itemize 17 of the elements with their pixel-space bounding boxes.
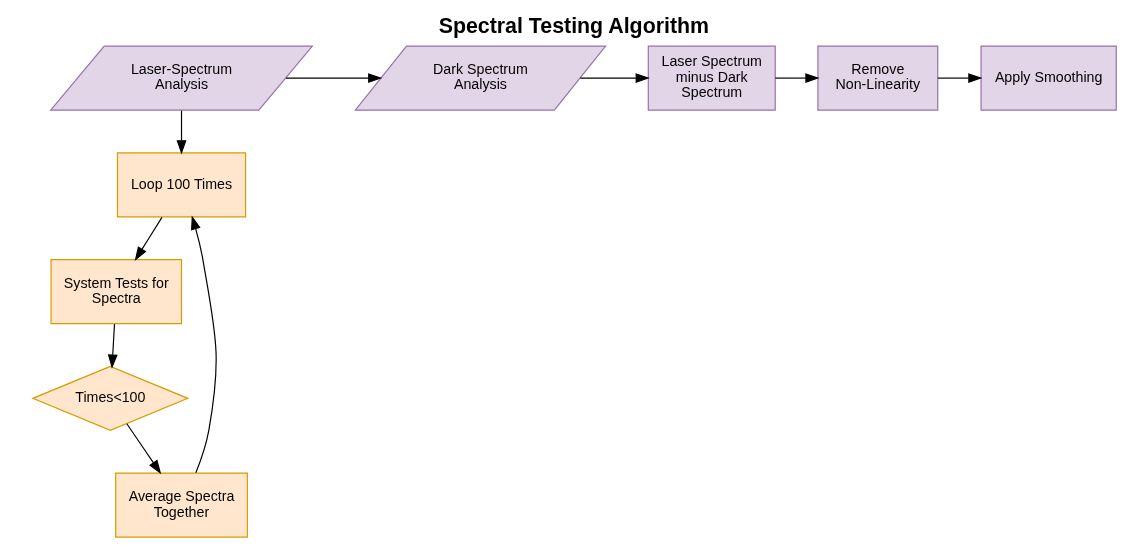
arrow (936, 73, 982, 84)
arrow (284, 73, 382, 84)
arrow (134, 216, 163, 261)
node-box: Loop 100 Times (116, 152, 246, 218)
arrow (176, 110, 186, 155)
node-box: System Tests for Spectra (49, 259, 182, 325)
arrow (107, 323, 118, 369)
arrow (579, 73, 650, 84)
node-diamond: Times<100 (30, 365, 189, 432)
arrow (190, 215, 217, 474)
arrow (774, 73, 820, 84)
node-box: Remove Non-Linearity (816, 45, 938, 111)
diagram-title: Spectral Testing Algorithm (438, 14, 709, 39)
arrow (125, 423, 161, 475)
node-box: Laser Spectrum minus Dark Spectrum (647, 45, 776, 111)
node-box: Average Spectra Together (114, 472, 248, 538)
node-box: Apply Smoothing (979, 45, 1117, 111)
